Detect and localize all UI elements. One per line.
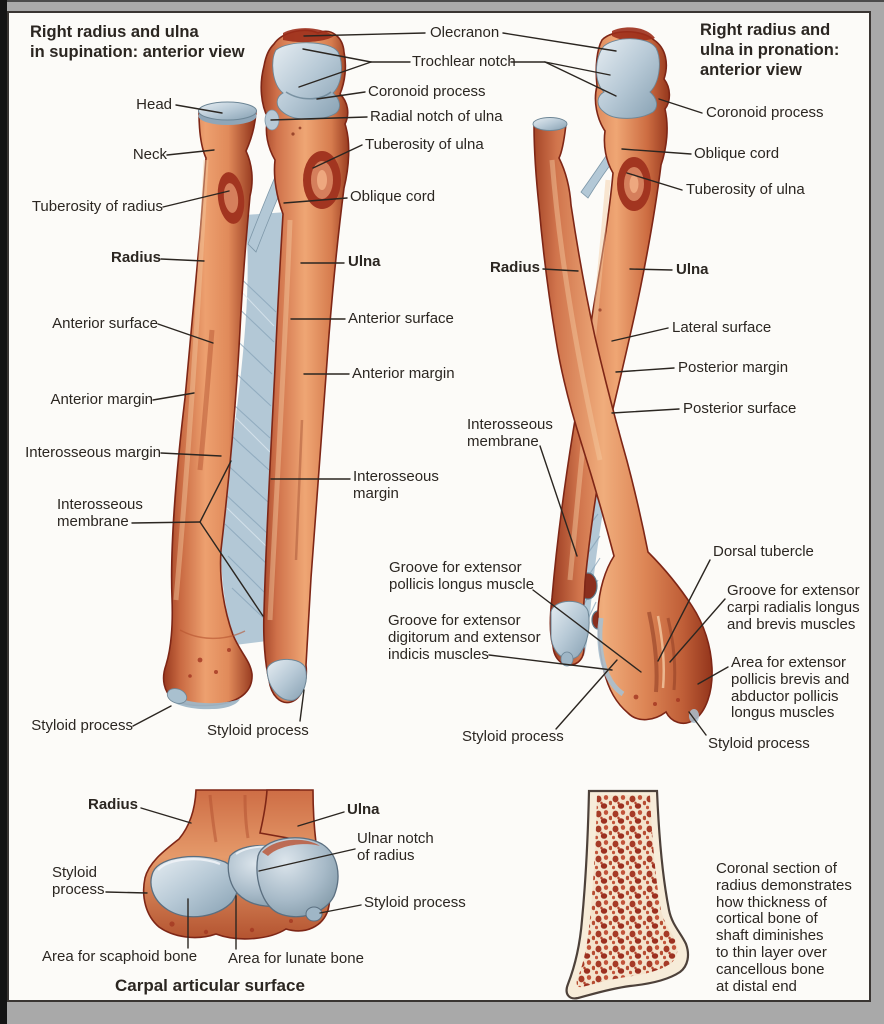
label-tuberosity-of-ulna-pronation: Tuberosity of ulna xyxy=(686,181,805,198)
label-interosseous-membrane-supination: Interosseous membrane xyxy=(57,496,143,530)
label-anterior-margin-radius: Anterior margin xyxy=(50,391,153,408)
label-radius-pronation: Radius xyxy=(489,259,540,276)
label-trochlear-notch: Trochlear notch xyxy=(412,53,516,70)
figure-pronation xyxy=(532,27,713,724)
label-radius-carpal: Radius xyxy=(87,796,138,813)
figure-coronal-section xyxy=(565,789,690,1000)
label-tuberosity-of-radius: Tuberosity of radius xyxy=(31,198,163,215)
label-oblique-cord-pronation: Oblique cord xyxy=(694,145,780,162)
label-coronoid-process-pronation: Coronoid process xyxy=(706,104,824,121)
plate-left-edge xyxy=(0,0,7,1024)
label-ulna-carpal: Ulna xyxy=(347,801,380,818)
label-styloid-process-ulna-supination: Styloid process xyxy=(207,722,309,739)
label-coronoid-process-supination: Coronoid process xyxy=(368,83,486,100)
label-ulna-pronation: Ulna xyxy=(676,261,709,278)
label-styloid-process-radius-supination: Styloid process xyxy=(31,717,133,734)
figure-supination xyxy=(162,28,350,710)
plate-panel xyxy=(7,11,871,1002)
label-groove-extensor-digitorum: Groove for extensor digitorum and extens… xyxy=(388,612,541,663)
label-oblique-cord-supination: Oblique cord xyxy=(350,188,436,205)
label-posterior-margin: Posterior margin xyxy=(678,359,789,376)
label-interosseous-margin-ulna: Interosseous margin xyxy=(353,468,439,502)
label-area-for-lunate-bone: Area for lunate bone xyxy=(228,950,364,967)
figure-carpal xyxy=(142,789,339,940)
caption-coronal-section: Coronal section of radius demonstrates h… xyxy=(716,860,852,995)
caption-carpal-articular-surface: Carpal articular surface xyxy=(115,976,305,995)
label-anterior-surface-radius: Anterior surface xyxy=(52,315,158,332)
label-ulnar-notch-of-radius: Ulnar notch of radius xyxy=(357,830,434,864)
label-anterior-surface-ulna: Anterior surface xyxy=(348,310,454,327)
title-supination: Right radius and ulna in supination: ant… xyxy=(30,23,245,62)
label-styloid-process-ulna-pronation: Styloid process xyxy=(462,728,564,745)
label-styloid-process-radius-carpal: Styloid process xyxy=(52,864,105,898)
title-pronation: Right radius and ulna in pronation: ante… xyxy=(700,21,840,80)
leader-lines xyxy=(105,32,729,950)
label-styloid-process-ulna-carpal: Styloid process xyxy=(364,894,466,911)
label-groove-extensor-pollicis-longus: Groove for extensor pollicis longus musc… xyxy=(389,559,535,593)
label-ulna-supination: Ulna xyxy=(348,253,381,270)
label-styloid-process-radius-pronation: Styloid process xyxy=(708,735,810,752)
plate-top-edge xyxy=(0,0,884,2)
label-posterior-surface: Posterior surface xyxy=(683,400,797,417)
label-neck: Neck xyxy=(132,146,167,163)
label-lateral-surface: Lateral surface xyxy=(672,319,772,336)
label-interosseous-margin-radius: Interosseous margin xyxy=(25,444,161,461)
label-anterior-margin-ulna: Anterior margin xyxy=(352,365,455,382)
label-area-for-scaphoid-bone: Area for scaphoid bone xyxy=(42,948,198,965)
label-dorsal-tubercle: Dorsal tubercle xyxy=(713,543,814,560)
label-interosseous-membrane-pronation: Interosseous membrane xyxy=(467,416,553,450)
label-groove-extensor-carpi-radialis: Groove for extensor carpi radialis longu… xyxy=(727,582,860,633)
label-tuberosity-of-ulna-supination: Tuberosity of ulna xyxy=(365,136,484,153)
label-area-extensor-pollicis: Area for extensor pollicis brevis and ab… xyxy=(731,654,850,722)
label-olecranon: Olecranon xyxy=(430,24,500,41)
label-head: Head xyxy=(136,96,172,113)
label-radial-notch-of-ulna: Radial notch of ulna xyxy=(370,108,503,125)
label-radius-supination: Radius xyxy=(110,249,161,266)
